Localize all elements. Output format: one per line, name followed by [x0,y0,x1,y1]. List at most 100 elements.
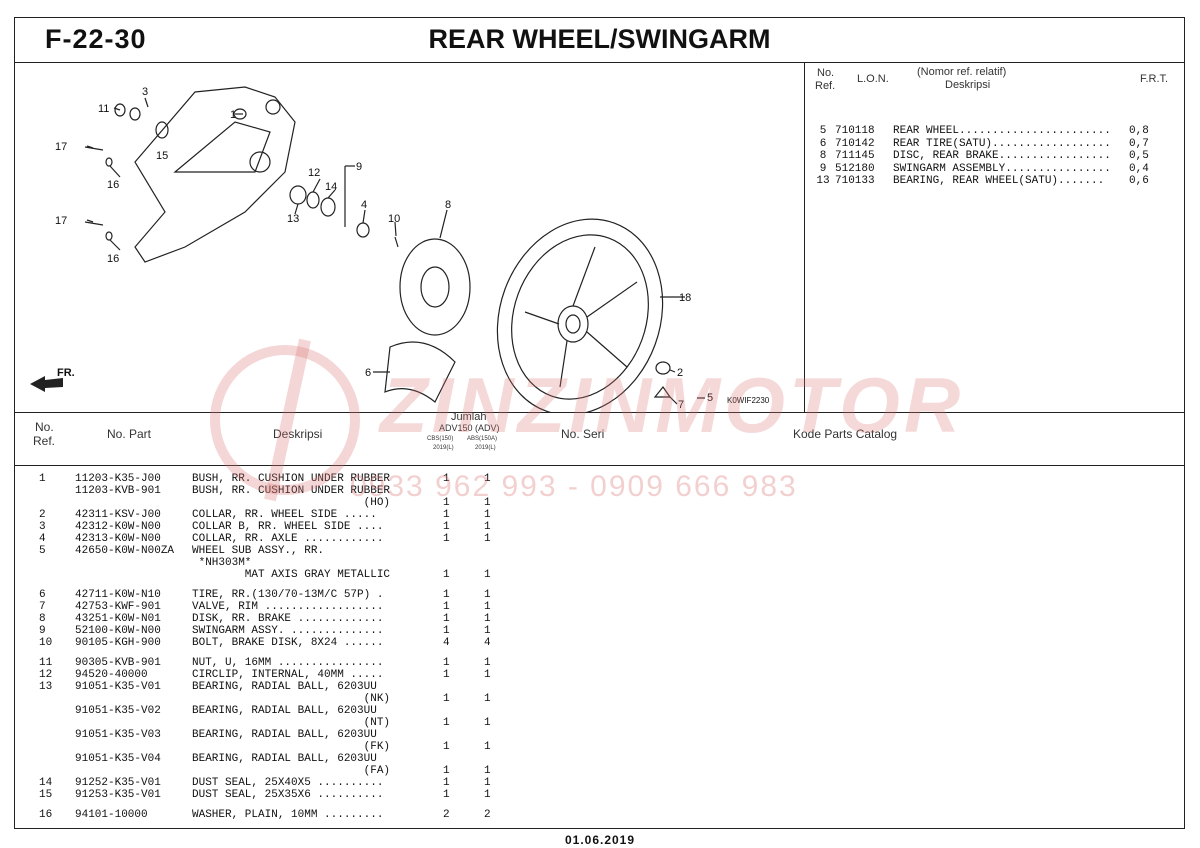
qty-cbs: 1 [443,473,450,485]
part-description: DISK, RR. BRAKE ............. [192,613,384,625]
part-number: 90305-KVB-901 [75,657,161,669]
frt-value: 0,8 [1129,125,1149,137]
part-description: MAT AXIS GRAY METALLIC [192,569,391,581]
part-ref: 7 [39,601,46,613]
part-number: 91252-K35-V01 [75,777,161,789]
page-title: REAR WHEEL/SWINGARM [428,24,771,54]
callout-10: 10 [388,213,400,225]
part-number: 94520-40000 [75,669,148,681]
qty-cbs: 1 [443,741,450,753]
frt-desc: REAR WHEEL....................... [893,125,1111,137]
part-description: VALVE, RIM .................. [192,601,384,613]
page-header: F-22-30 REAR WHEEL/SWINGARM [15,18,1184,63]
qty-cbs: 1 [443,613,450,625]
callout-6: 6 [365,367,371,379]
callout-2: 2 [677,367,683,379]
qty-abs: 1 [484,521,491,533]
qty-cbs: 1 [443,533,450,545]
part-ref: 3 [39,521,46,533]
part-description: DUST SEAL, 25X35X6 .......... [192,789,384,801]
frt-head-desc-1: (Nomor ref. relatif) [917,66,1007,78]
qty-cbs: 1 [443,657,450,669]
frt-lon: 512180 [835,162,875,175]
frt-desc: BEARING, REAR WHEEL(SATU)....... [893,175,1105,187]
part-description: BUSH, RR. CUSHION UNDER RUBBER [192,485,391,497]
part-description: COLLAR, RR. AXLE ............ [192,533,384,545]
front-label: FR. [57,367,75,379]
frt-ref: 5 [819,125,827,137]
qty-cbs: 1 [443,789,450,801]
callout-5: 5 [707,392,713,404]
part-ref: 8 [39,613,46,625]
frt-ref: 13 [816,175,830,187]
part-ref: 5 [39,545,46,557]
pl-head-desc: Deskripsi [273,427,323,441]
part-description: TIRE, RR.(130/70-13M/C 57P) . [192,589,384,601]
frt-head-lon: L.O.N. [857,73,889,85]
part-number: 91051-K35-V03 [75,729,161,741]
part-ref: 15 [39,789,53,801]
pl-head-cbs: CBS(150) [427,436,454,442]
frt-ref: 9 [819,162,827,175]
mudguard-drawing [384,341,456,403]
part-number: 42650-K0W-N00ZA [75,545,175,557]
part-description: COLLAR B, RR. WHEEL SIDE .... [192,521,384,533]
callout-3: 3 [142,86,148,98]
qty-cbs: 2 [443,809,450,821]
qty-abs: 1 [484,693,491,705]
part-description: WASHER, PLAIN, 10MM ......... [192,809,384,821]
frt-head-no: No. [817,67,835,79]
qty-cbs: 1 [443,625,450,637]
part-number: 42313-K0W-N00 [75,533,161,545]
qty-abs: 1 [484,669,491,681]
callout-17a: 17 [55,141,67,153]
qty-abs: 4 [484,637,491,649]
frt-ref: 8 [819,150,827,162]
image-code: K0WIF2230 [727,396,770,405]
pl-head-catalog: Kode Parts Catalog [793,427,898,441]
callout-11: 11 [98,103,109,115]
catalog-sheet: F-22-30 REAR WHEEL/SWINGARM [14,17,1185,829]
part-ref: 14 [39,777,53,789]
qty-abs: 1 [484,657,491,669]
pl-head-no: No. [35,420,54,434]
callout-8: 8 [445,199,451,211]
parts-list: No. Ref. No. Part Deskripsi Jumlah ADV15… [15,411,1184,829]
frt-lon: 711145 [835,150,875,162]
part-description: SWINGARM ASSY. .............. [192,625,384,637]
frt-head-ref: Ref. [815,80,836,92]
callout-17b: 17 [55,215,67,227]
swingarm-drawing [134,86,296,263]
pl-head-model: ADV150 (ADV) [439,423,500,433]
diagram-drawing: 1 2 3 4 5 6 7 8 9 10 11 12 13 14 15 16 1… [30,86,713,412]
part-description: (FK) [192,741,391,753]
qty-abs: 1 [484,741,491,753]
qty-cbs: 1 [443,601,450,613]
table-row: 91051-K35-V03 BEARING, RADIAL BALL, 6203U… [15,729,1184,741]
figure-code: F-22-30 [45,24,147,54]
qty-abs: 1 [484,613,491,625]
qty-cbs: 1 [443,717,450,729]
pl-head-no-seri: No. Seri [561,427,605,441]
qty-abs: 1 [484,473,491,485]
part-description: BEARING, RADIAL BALL, 6203UU [192,729,377,741]
qty-cbs: 1 [443,765,450,777]
callout-13: 13 [287,213,299,225]
part-description: BOLT, BRAKE DISK, 8X24 ...... [192,637,384,649]
part-description: WHEEL SUB ASSY., RR. [192,545,325,557]
